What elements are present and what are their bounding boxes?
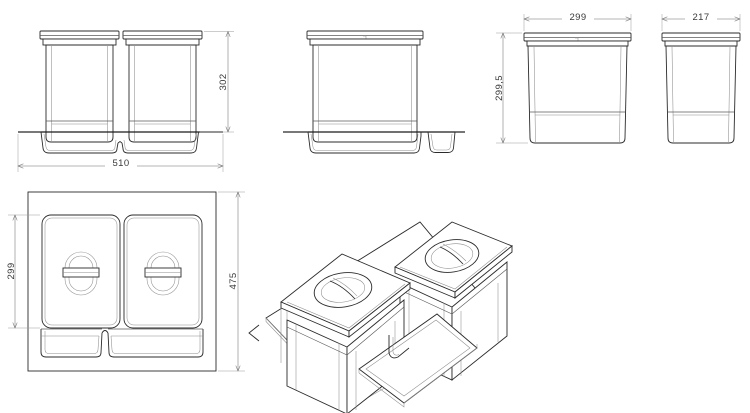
dimension-label-299-depth: 299 <box>6 262 17 279</box>
dimension-299-5-height: 299,5 <box>494 32 528 144</box>
dimension-label-299-width: 299 <box>569 12 586 23</box>
dimension-label-510: 510 <box>112 158 129 169</box>
dimension-label-475: 475 <box>228 272 239 289</box>
dimension-302: 302 <box>200 31 234 133</box>
plan-lid-left <box>41 214 121 329</box>
dimension-label-217: 217 <box>692 12 709 23</box>
iso-bin-left <box>280 253 411 413</box>
plan-lid-right <box>123 214 203 329</box>
top-plan-view: 299 475 <box>6 191 260 372</box>
dimension-510: 510 <box>17 134 224 172</box>
dimension-299-width: 299 <box>523 11 632 31</box>
dimension-217-width: 217 <box>661 11 741 31</box>
bin-small-elevation-view: 217 <box>661 11 741 144</box>
view-direction-arrow-icon <box>248 324 260 342</box>
front-elevation-view: 302 510 <box>17 30 234 172</box>
front-elevation-bin-right <box>122 30 203 143</box>
iso-front-trough <box>358 313 478 408</box>
dimension-299-depth: 299 <box>6 214 40 329</box>
dimension-label-302: 302 <box>218 73 229 90</box>
front-elevation-tray <box>18 131 223 154</box>
bin-large-elevation-view: 299 299,5 <box>494 11 632 144</box>
isometric-3d-view <box>265 221 513 413</box>
dimension-label-299-5: 299,5 <box>494 75 505 101</box>
side-elevation-view <box>283 30 465 154</box>
dimension-475: 475 <box>218 191 245 372</box>
plan-front-trough <box>40 328 204 358</box>
front-elevation-bin-left <box>39 30 120 143</box>
